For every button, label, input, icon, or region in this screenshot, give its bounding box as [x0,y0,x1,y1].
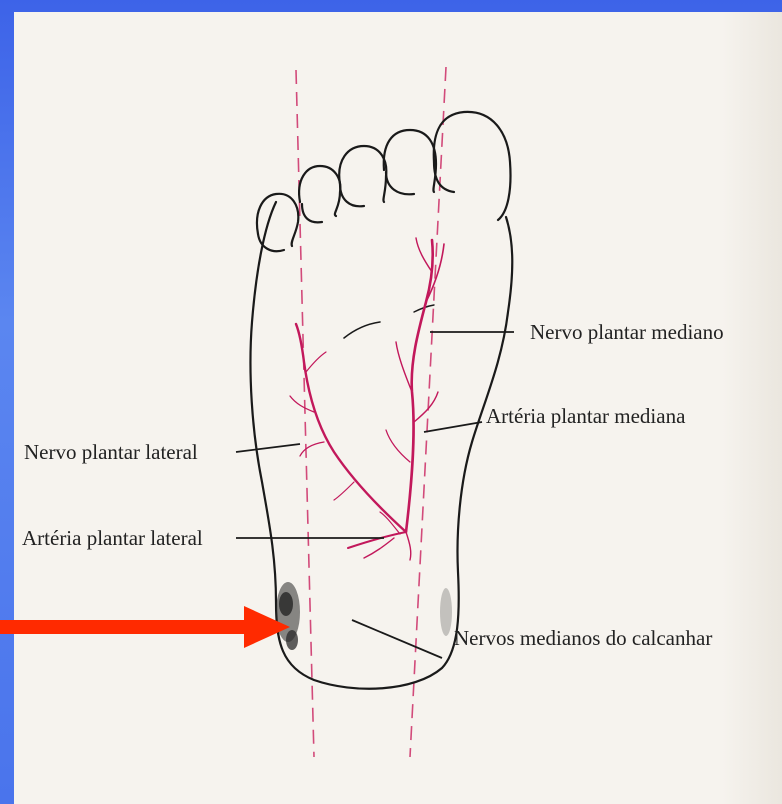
label-arteria-plantar-mediana: Artéria plantar mediana [486,404,685,429]
leader-arteria-plantar-mediana [424,422,482,432]
guide-line-right [410,67,446,757]
leader-nervo-plantar-lateral [236,444,300,452]
label-nervos-medianos-calcanhar: Nervos medianos do calcanhar [454,626,712,651]
plantar-vessels [290,238,444,560]
label-nervo-plantar-mediano: Nervo plantar mediano [530,320,724,345]
illustration-panel: Nervo plantar mediano Artéria plantar me… [14,12,782,804]
dashed-guide-lines [296,67,446,757]
label-nervo-plantar-lateral: Nervo plantar lateral [24,440,198,465]
leader-nervos-medianos-calcanhar [352,620,442,658]
heel-shading [276,582,452,650]
red-pointer-arrow [0,598,300,658]
label-arteria-plantar-lateral: Artéria plantar lateral [22,526,203,551]
